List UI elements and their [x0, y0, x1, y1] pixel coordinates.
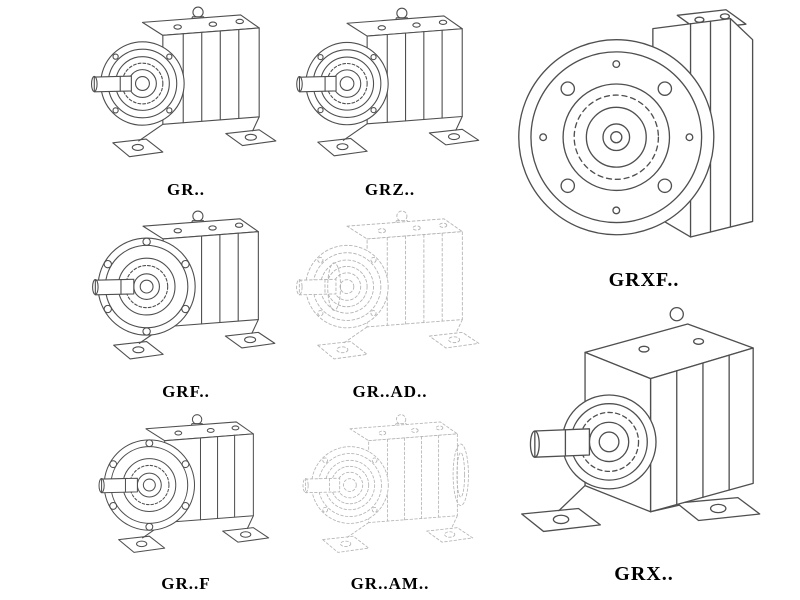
model-cell-grf: GRF..: [88, 206, 284, 406]
model-label-gr: GR..: [167, 180, 205, 199]
model-label-grff: GR..F: [161, 574, 211, 593]
gearbox-drawing-grff: [88, 410, 284, 572]
gearbox-drawing-grad: [292, 206, 488, 380]
model-cell-grff: GR..F: [88, 410, 284, 598]
gearbox-drawing-grf: [88, 206, 284, 380]
model-label-grf: GRF..: [162, 382, 210, 401]
model-label-grad: GR..AD..: [352, 382, 428, 401]
model-cell-grad: GR..AD..: [292, 206, 488, 406]
gearbox-drawing-grxf: [500, 2, 788, 268]
model-label-grxf: GRXF..: [608, 269, 680, 291]
model-cell-gram: GR..AM..: [292, 410, 488, 598]
gearbox-drawing-grx: [500, 300, 788, 562]
model-cell-grx: GRX..: [500, 300, 788, 588]
model-label-gram: GR..AM..: [350, 574, 430, 593]
model-cell-grxf: GRXF..: [500, 2, 788, 294]
gearbox-drawing-gr: [88, 2, 284, 178]
model-label-grx: GRX..: [614, 563, 674, 585]
gearbox-drawing-grz: [294, 2, 486, 178]
model-cell-gr: GR..: [88, 2, 284, 204]
model-cell-grz: GRZ..: [294, 2, 486, 204]
model-label-grz: GRZ..: [364, 180, 416, 199]
gearbox-drawing-gram: [292, 410, 488, 572]
